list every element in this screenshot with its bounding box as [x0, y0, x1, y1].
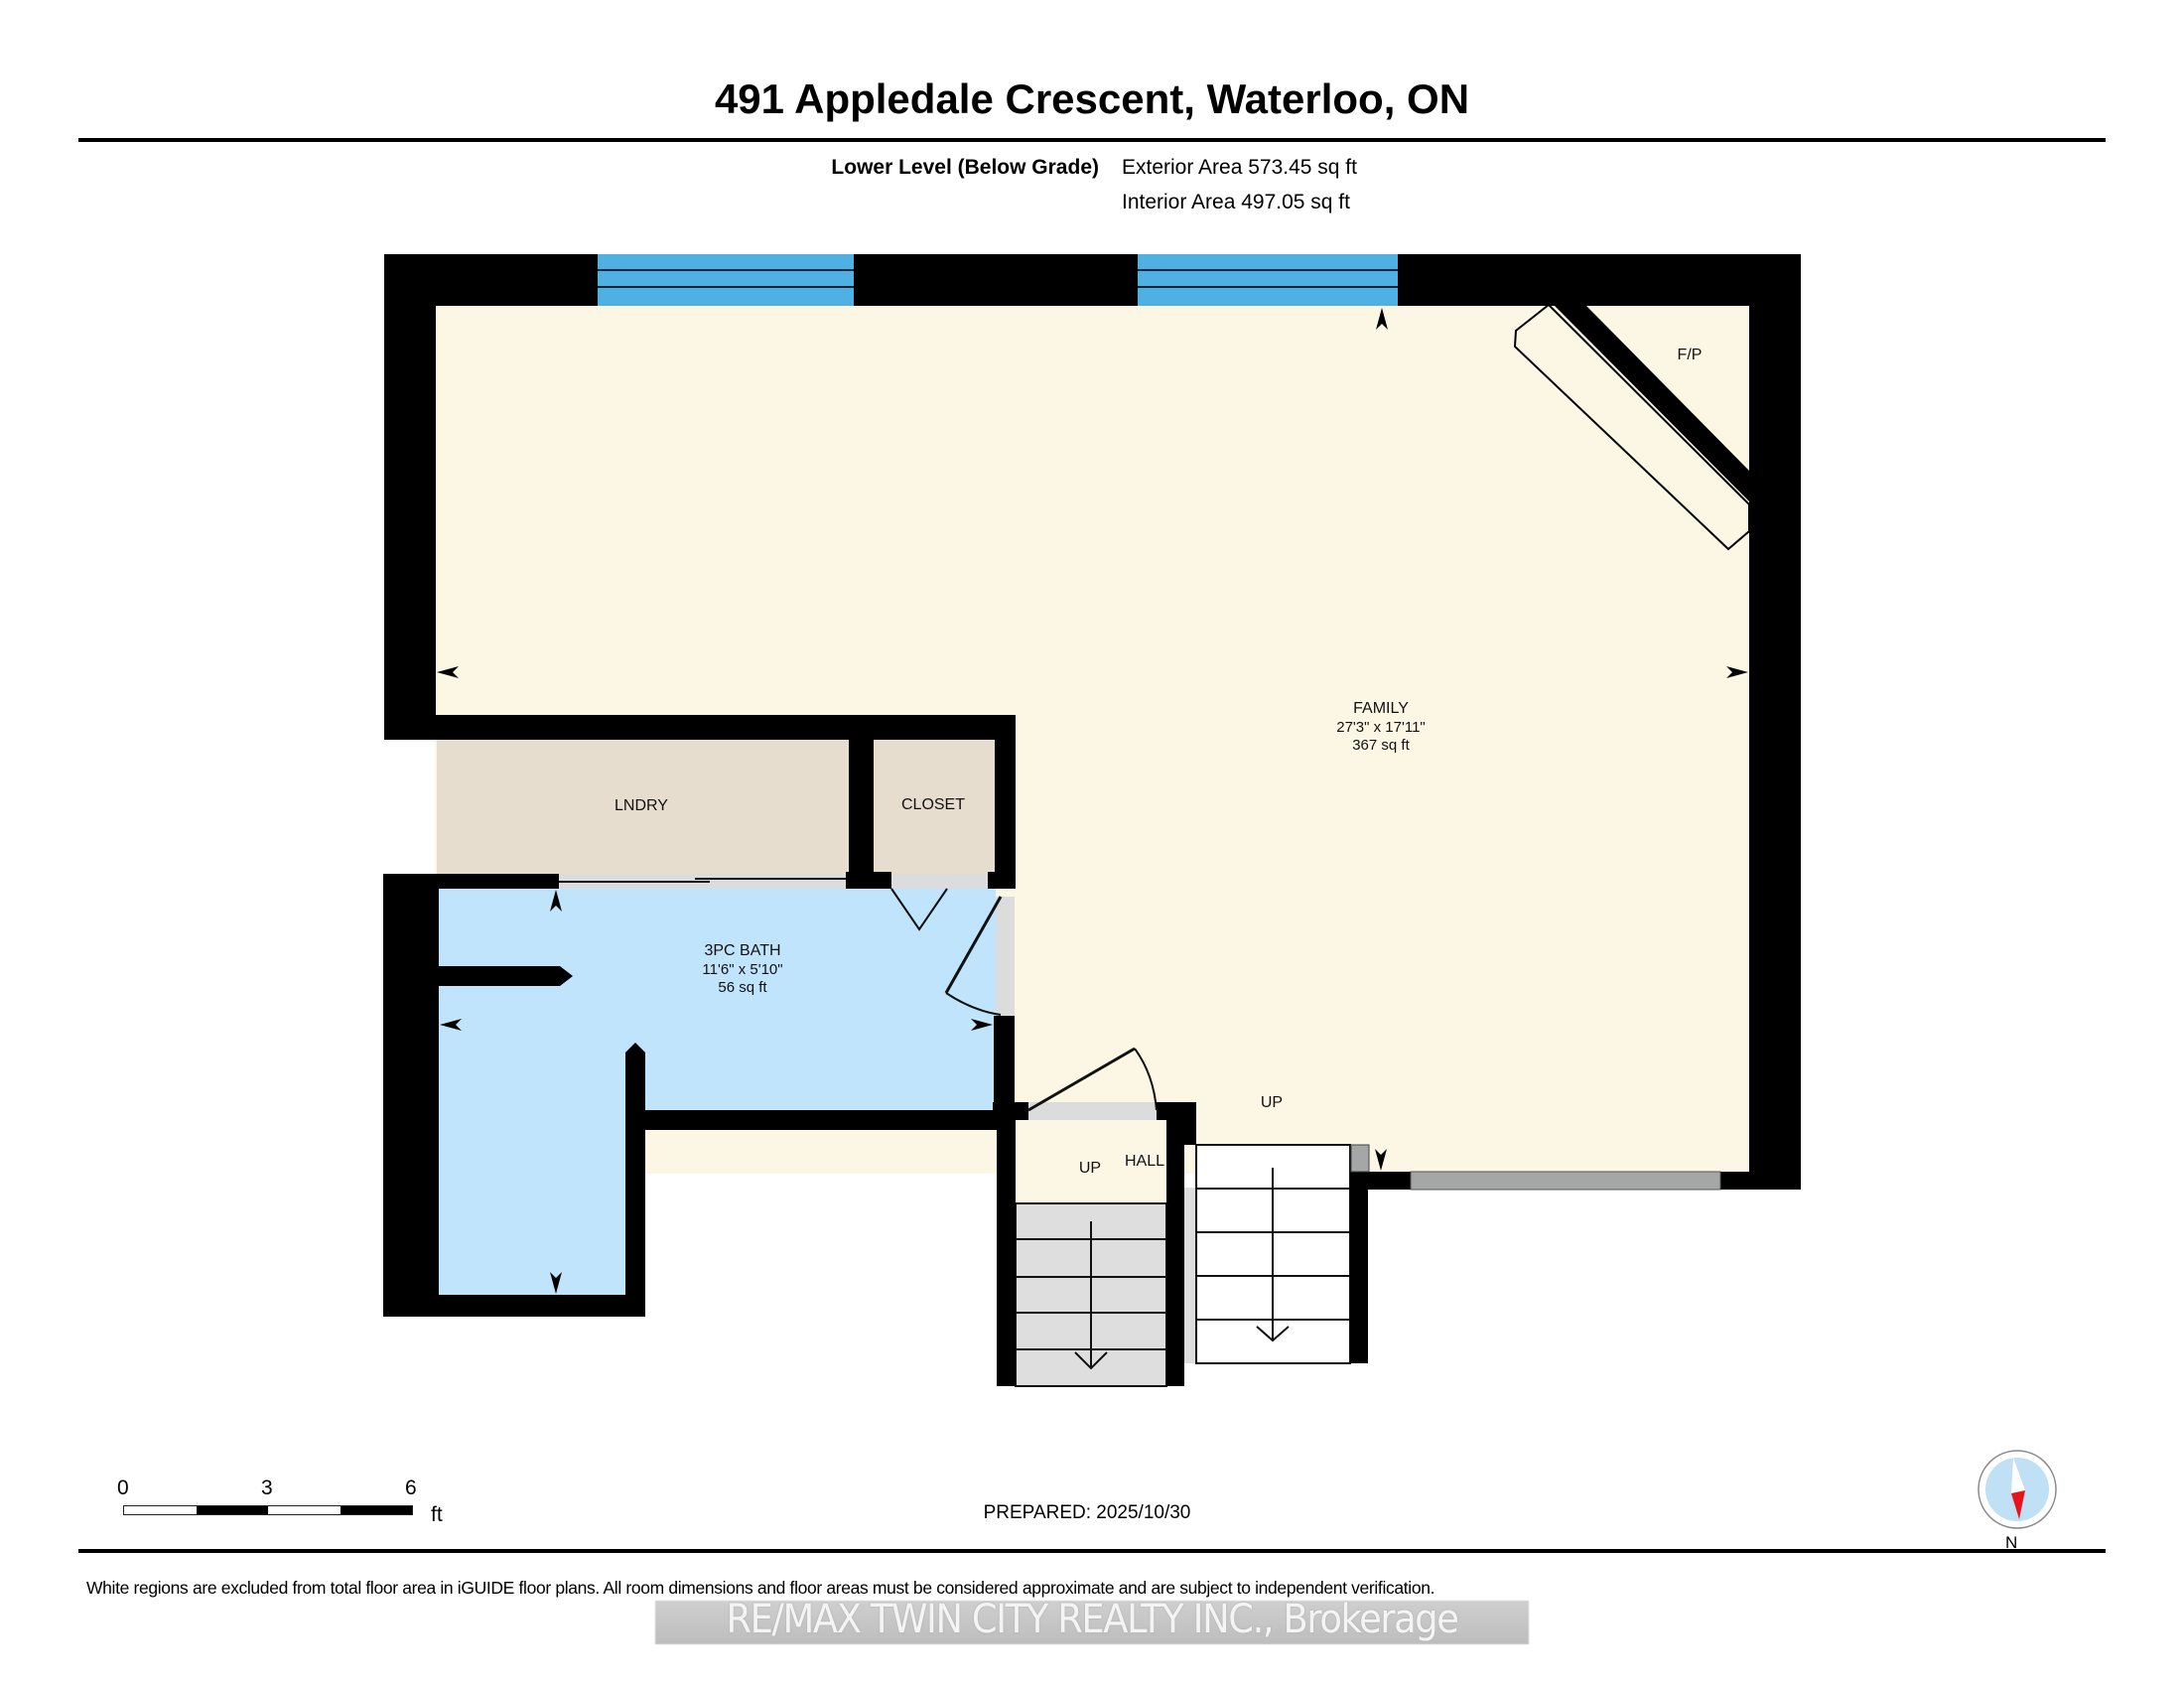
window-bottom	[1410, 1171, 1721, 1191]
hall-label: HALL	[1125, 1153, 1164, 1170]
family-up-label: UP	[1261, 1094, 1283, 1111]
watermark-background	[655, 1601, 1529, 1644]
compass-north-label: N	[2005, 1533, 2018, 1552]
scale-tick-3: 3	[261, 1477, 273, 1499]
scale-tick-0: 0	[117, 1477, 129, 1499]
prepared-date: PREPARED: 2025/10/30	[0, 1502, 2184, 1524]
dimension-arrows	[437, 308, 1748, 1294]
hall-door-gap	[1028, 1102, 1157, 1120]
family-dimensions: 27'3" x 17'11"	[1336, 719, 1426, 736]
hall-area	[1015, 1120, 1168, 1203]
stair-right	[1184, 1144, 1351, 1364]
bath-label: 3PC BATH	[704, 942, 780, 959]
page-title: 491 Appledale Crescent, Waterloo, ON	[714, 75, 1470, 122]
bath-area: 56 sq ft	[718, 979, 767, 996]
scale-unit: ft	[431, 1503, 443, 1526]
exterior-area: Exterior Area 573.45 sq ft	[1122, 156, 1357, 179]
hall-door-leaf	[1027, 1047, 1136, 1112]
compass-icon	[1978, 1450, 2057, 1529]
scale-tick-6: 6	[405, 1477, 417, 1499]
footer-divider	[78, 1549, 2106, 1553]
closet-label: CLOSET	[901, 796, 965, 813]
window-top-left	[598, 254, 854, 306]
title-divider	[78, 138, 2106, 142]
watermark: RE/MAX TWIN CITY REALTY INC., Brokerage	[726, 1597, 1458, 1642]
hall-up-label: UP	[1079, 1160, 1101, 1177]
closet-room	[874, 735, 995, 874]
family-label: FAMILY	[1353, 700, 1409, 717]
fireplace-label: F/P	[1678, 347, 1703, 363]
bath-dimensions: 11'6" x 5'10"	[702, 961, 782, 978]
fireplace	[1513, 303, 1750, 551]
closet-door-gap	[891, 874, 988, 889]
small-gray-post	[1350, 1144, 1370, 1173]
bath-room	[437, 887, 996, 1296]
level-label: Lower Level (Below Grade)	[831, 156, 1099, 179]
prepared-text: PREPARED: 2025/10/30	[983, 1502, 1191, 1523]
family-area: 367 sq ft	[1352, 737, 1410, 754]
closet-bifold-door	[890, 888, 948, 931]
walls	[383, 254, 1801, 1386]
window-top-right	[1138, 254, 1398, 306]
stair-left	[1015, 1202, 1167, 1387]
bath-door-leaf	[944, 896, 1003, 994]
laundry-room	[437, 740, 851, 874]
scale-bar	[123, 1505, 413, 1515]
bath-door-gap	[996, 897, 1015, 1016]
laundry-label: LNDRY	[614, 797, 668, 814]
disclaimer: White regions are excluded from total fl…	[86, 1578, 1435, 1598]
interior-area: Interior Area 497.05 sq ft	[1122, 191, 1350, 213]
